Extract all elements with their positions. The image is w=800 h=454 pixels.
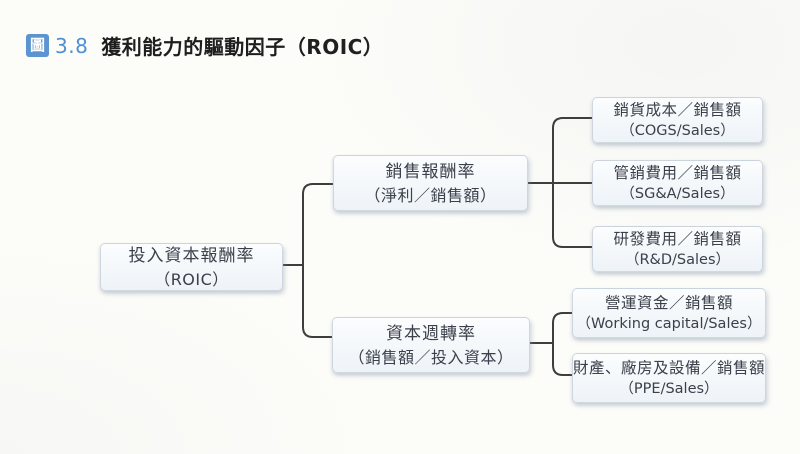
connector-turnover-bracket: [552, 312, 572, 376]
node-capital-turnover-label: 資本週轉率: [386, 323, 476, 344]
node-working-capital-to-sales-sublabel: （Working capital/Sales）: [576, 315, 762, 332]
node-capital-turnover-sublabel: （銷售額／投入資本）: [348, 347, 514, 367]
node-cogs-to-sales-sublabel: （COGS/Sales）: [620, 122, 735, 139]
node-sga-to-sales-label: 管銷費用／銷售額: [613, 163, 742, 182]
node-sga-to-sales: 管銷費用／銷售額 （SG&A/Sales）: [592, 160, 763, 206]
figure-number: 3.8: [55, 33, 89, 58]
connector-roic-bracket: [302, 183, 333, 338]
node-working-capital-to-sales: 營運資金／銷售額 （Working capital/Sales）: [572, 288, 766, 338]
node-cogs-to-sales: 銷貨成本／銷售額 （COGS/Sales）: [592, 97, 763, 143]
node-roic-label: 投入資本報酬率: [128, 245, 255, 266]
connector-ros-bracket: [552, 117, 592, 248]
figure-header: 圖 3.8 獲利能力的驅動因子（ROIC）: [26, 31, 383, 60]
node-ppe-to-sales-label: 財產、廠房及設備／銷售額: [573, 358, 766, 377]
node-rd-to-sales-label: 研發費用／銷售額: [613, 229, 742, 248]
node-return-on-sales-sublabel: （淨利／銷售額）: [364, 185, 497, 205]
node-return-on-sales: 銷售報酬率 （淨利／銷售額）: [333, 155, 528, 211]
node-roic: 投入資本報酬率 （ROIC）: [100, 243, 283, 291]
node-cogs-to-sales-label: 銷貨成本／銷售額: [613, 100, 742, 119]
node-rd-to-sales: 研發費用／銷售額 （R&D/Sales）: [592, 226, 763, 272]
node-return-on-sales-label: 銷售報酬率: [385, 161, 476, 182]
node-capital-turnover: 資本週轉率 （銷售額／投入資本）: [332, 317, 530, 373]
node-sga-to-sales-sublabel: （SG&A/Sales）: [620, 185, 735, 202]
figure-title: 獲利能力的驅動因子（ROIC）: [101, 35, 384, 59]
node-roic-sublabel: （ROIC）: [154, 269, 229, 289]
node-working-capital-to-sales-label: 營運資金／銷售額: [604, 293, 733, 312]
figure-badge-icon: 圖: [26, 34, 49, 57]
node-ppe-to-sales: 財產、廠房及設備／銷售額 （PPE/Sales）: [572, 353, 766, 403]
node-ppe-to-sales-sublabel: （PPE/Sales）: [619, 380, 719, 397]
node-rd-to-sales-sublabel: （R&D/Sales）: [624, 251, 731, 268]
